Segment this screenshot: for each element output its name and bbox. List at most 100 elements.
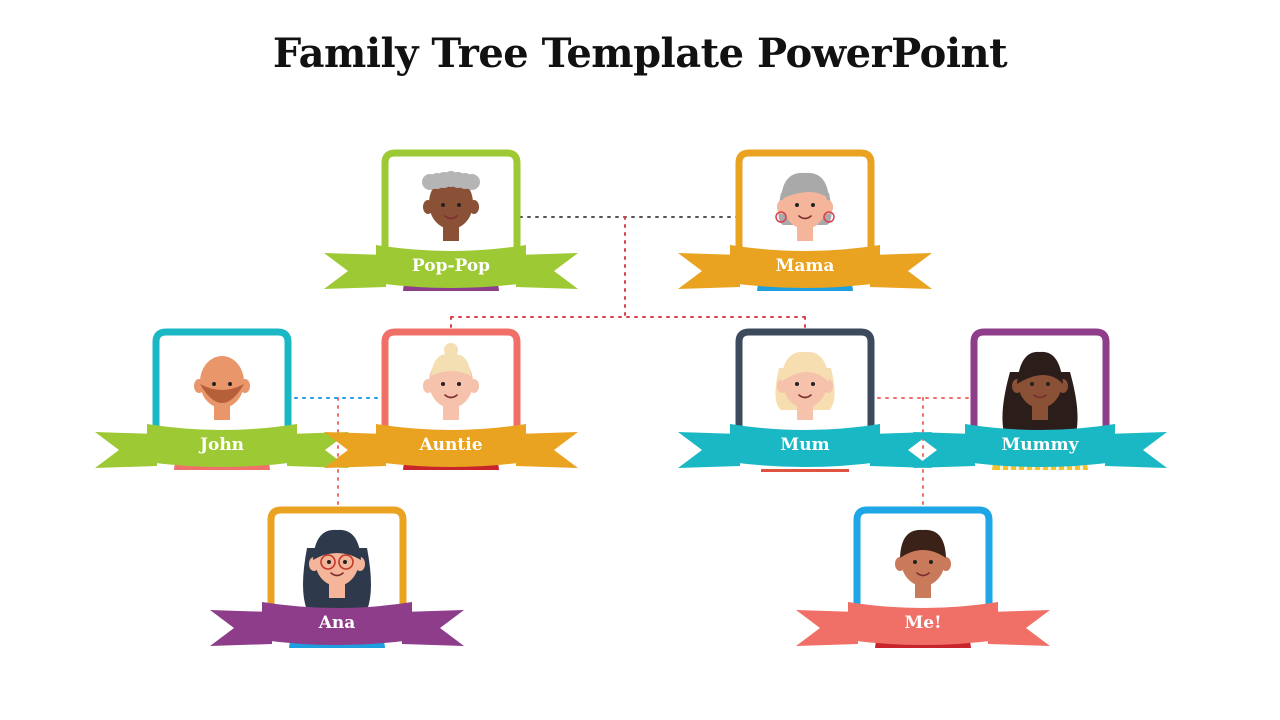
eye-left [1030,382,1034,386]
mouth [444,394,458,399]
member-name-mama: Mama [776,256,835,276]
member-card-mummy[interactable]: Mummy [913,328,1167,482]
avatar-neck [797,404,813,420]
member-card-mum[interactable]: Mum [678,328,932,472]
avatar-neck [329,582,345,598]
ribbon-band [730,245,880,288]
shirt-stripe [1056,452,1059,482]
eye-right [1046,382,1050,386]
eye-right [457,382,461,386]
glasses-left [320,554,336,570]
ribbon-tail-right [988,610,1050,646]
hair-top [1017,351,1063,384]
shirt-stripe [1080,452,1083,482]
glasses-right [338,554,354,570]
ribbon-band [848,602,998,645]
ribbon-tail-right [516,432,578,468]
hair-curl [464,174,480,190]
shirt-stripe [1024,452,1027,482]
shirt-stripe [1072,452,1075,482]
hair-top [781,172,829,199]
shirt-stripe [1016,452,1019,482]
mouth [798,215,812,220]
ribbon-tail-right [287,432,349,468]
member-card-me[interactable]: Me! [796,506,1050,648]
name-ribbon: Ana [210,602,464,646]
avatar-neck [214,404,230,420]
member-card-mama[interactable]: Mama [678,149,932,291]
shirt-stripe [1040,452,1043,482]
eye-right [228,382,232,386]
eye-right [929,560,933,564]
mouth [1033,394,1047,399]
ribbon-tail-left [210,610,272,646]
eye-left [913,560,917,564]
name-ribbon: Pop-Pop [324,245,578,289]
earring-left [775,211,787,223]
eye-left [327,560,331,564]
hair-bun [444,343,458,357]
eye-left [441,382,445,386]
connectors [294,216,973,511]
member-card-john[interactable]: John [95,328,349,470]
avatar-neck [1032,404,1048,420]
avatar-neck [443,404,459,420]
eye-right [811,382,815,386]
name-ribbon: Mummy [913,424,1167,468]
hair-top [431,353,471,376]
ribbon-band [376,424,526,467]
name-ribbon: Mum [678,424,932,468]
earring-right [823,211,835,223]
shirt-stripe [1064,452,1067,482]
member-card-auntie[interactable]: Auntie [324,328,578,470]
hair-top [781,351,829,382]
eye-right [343,560,347,564]
ribbon-tail-left [913,432,975,468]
shirt-stripe [1008,452,1011,482]
ribbon-band [730,424,880,467]
ribbon-tail-right [402,610,464,646]
ribbon-tail-right [870,253,932,289]
mouth [330,572,344,577]
ribbon-tail-right [870,432,932,468]
eye-left [441,203,445,207]
eye-right [811,203,815,207]
member-name-mum: Mum [780,435,829,455]
member-name-auntie: Auntie [418,435,482,455]
ribbon-band [147,424,297,467]
member-name-me: Me! [904,613,941,633]
name-ribbon: John [95,424,349,468]
ribbon-tail-left [796,610,858,646]
avatar-neck [915,582,931,598]
member-name-john: John [198,435,244,455]
name-ribbon: Mama [678,245,932,289]
ribbon-band [262,602,412,645]
mouth [444,215,458,220]
beard [200,384,244,403]
eye-left [795,382,799,386]
ribbon-tail-right [516,253,578,289]
ribbon-tail-left [324,253,386,289]
name-ribbon: Me! [796,602,1050,646]
member-card-ana[interactable]: Ana [210,506,464,648]
avatar-face [429,177,473,229]
member-name-ana: Ana [318,613,356,633]
member-card-poppop[interactable]: Pop-Pop [324,149,578,291]
member-name-mummy: Mummy [1001,435,1079,455]
avatar-neck [443,225,459,241]
mouth [798,394,812,399]
avatar-neck [797,225,813,241]
ribbon-tail-left [324,432,386,468]
ribbon-tail-left [678,432,740,468]
ribbon-band [965,424,1115,467]
eye-right [457,203,461,207]
page-title: Family Tree Template PowerPoint [272,30,1008,77]
member-name-poppop: Pop-Pop [412,256,490,276]
shirt-stripe [1032,452,1035,482]
ribbon-tail-left [95,432,157,468]
ribbon-tail-left [678,253,740,289]
shirt-stripe [761,469,849,472]
eye-left [795,203,799,207]
